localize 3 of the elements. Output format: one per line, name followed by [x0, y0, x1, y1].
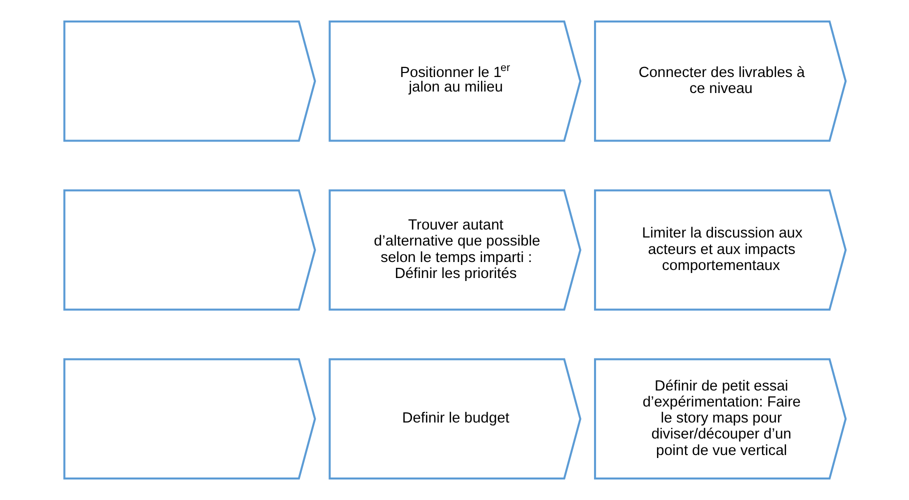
- node-chevron: [62, 20, 316, 142]
- node-chevron: [62, 189, 316, 311]
- node-chevron: [62, 358, 316, 480]
